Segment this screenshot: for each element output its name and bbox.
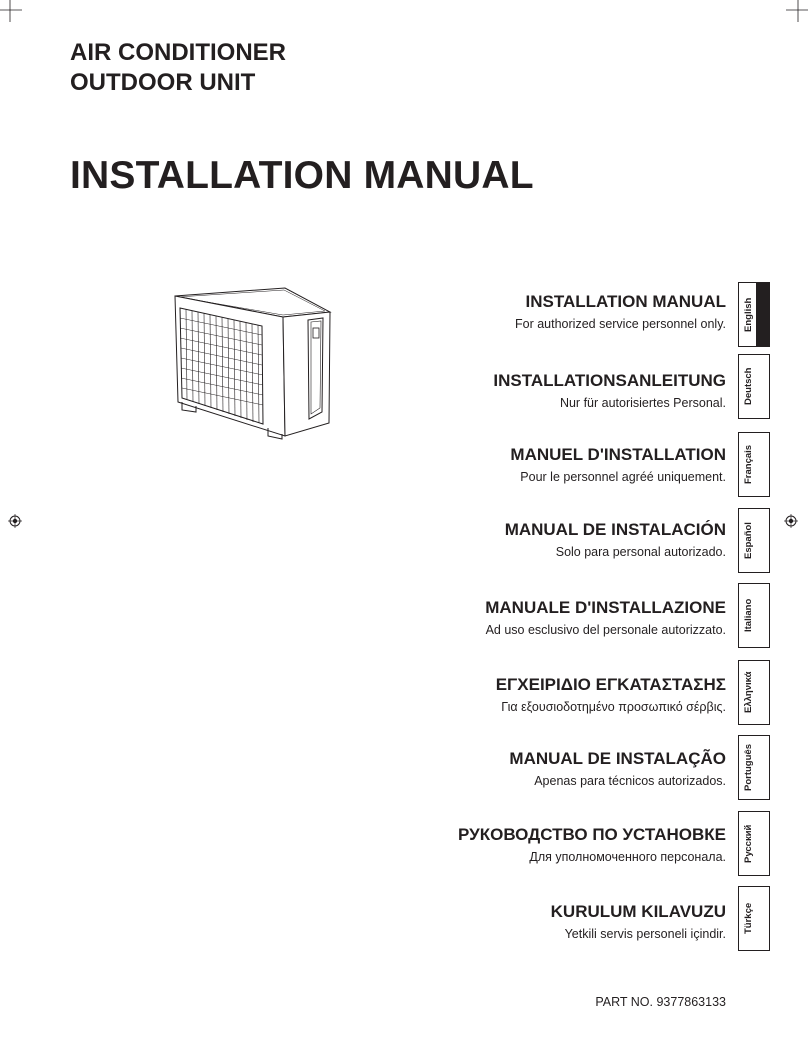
language-tab-label: Deutsch [743, 367, 754, 406]
language-tab-greek[interactable]: Ελληνικά [738, 660, 770, 725]
language-tab-label: Русский [743, 824, 754, 863]
language-subtitle: Yetkili servis personeli içindir. [564, 927, 726, 941]
registration-mark-right [784, 514, 798, 528]
language-tab-label: Türkçe [743, 902, 754, 935]
language-tab-label: Italiano [743, 598, 754, 633]
language-tab-russian[interactable]: Русский [738, 811, 770, 876]
language-title: РУКОВОДСТВО ПО УСТАНОВКЕ [458, 825, 726, 844]
language-entry-turkce: KURULUM KILAVUZU Yetkili servis personel… [551, 901, 726, 942]
language-entry-francais: MANUEL D'INSTALLATION Pour le personnel … [510, 444, 726, 485]
language-tab-espanol[interactable]: Español [738, 508, 770, 573]
language-tab-deutsch[interactable]: Deutsch [738, 354, 770, 419]
language-entry-portugues: MANUAL DE INSTALAÇÃO Apenas para técnico… [509, 748, 726, 789]
product-title-line1: AIR CONDITIONER [70, 39, 286, 66]
language-entry-italiano: MANUALE D'INSTALLAZIONE Ad uso esclusivo… [485, 597, 726, 638]
language-tab-english[interactable]: English [738, 282, 770, 347]
language-tab-portugues[interactable]: Português [738, 735, 770, 800]
language-tab-italiano[interactable]: Italiano [738, 583, 770, 648]
outdoor-unit-illustration [174, 287, 332, 440]
crop-mark-top-left [0, 0, 22, 22]
language-title: MANUEL D'INSTALLATION [510, 445, 726, 464]
language-tab-fill [756, 283, 769, 346]
language-subtitle: Pour le personnel agréé uniquement. [520, 470, 726, 484]
language-entry-english: INSTALLATION MANUAL For authorized servi… [515, 291, 726, 332]
language-subtitle: Για εξουσιοδοτημένο προσωπικό σέρβις. [501, 700, 726, 714]
language-entry-greek: ΕΓΧΕΙΡΙΔΙΟ ΕΓΚΑΤΑΣΤΑΣΗΣ Για εξουσιοδοτημ… [496, 674, 726, 715]
language-subtitle: For authorized service personnel only. [515, 317, 726, 331]
language-entry-deutsch: INSTALLATIONSANLEITUNG Nur für autorisie… [493, 370, 726, 411]
language-title: MANUAL DE INSTALAÇÃO [509, 749, 726, 768]
crop-mark-top-right [786, 0, 808, 22]
language-tab-label: English [743, 297, 754, 332]
language-entry-espanol: MANUAL DE INSTALACIÓN Solo para personal… [505, 519, 726, 560]
language-title: MANUAL DE INSTALACIÓN [504, 520, 726, 539]
language-tab-label: Português [743, 744, 754, 791]
language-title: MANUALE D'INSTALLAZIONE [485, 598, 726, 617]
language-tab-label: Español [743, 522, 754, 559]
language-subtitle: Apenas para técnicos autorizados. [534, 774, 726, 788]
language-subtitle: Для уполномоченного персонала. [529, 850, 726, 864]
language-tab-label: Français [743, 444, 754, 485]
language-subtitle: Ad uso esclusivo del personale autorizza… [485, 623, 726, 637]
document-title: INSTALLATION MANUAL [70, 154, 534, 197]
part-number: PART NO. 9377863133 [595, 995, 726, 1009]
product-title: AIR CONDITIONER OUTDOOR UNIT [70, 38, 286, 98]
language-title: KURULUM KILAVUZU [550, 902, 726, 921]
product-title-line2: OUTDOOR UNIT [70, 69, 256, 96]
language-title: INSTALLATION MANUAL [525, 292, 726, 311]
language-entry-russian: РУКОВОДСТВО ПО УСТАНОВКЕ Для уполномочен… [458, 824, 726, 865]
language-title: INSTALLATIONSANLEITUNG [493, 371, 726, 390]
language-title: ΕΓΧΕΙΡΙΔΙΟ ΕΓΚΑΤΑΣΤΑΣΗΣ [495, 675, 726, 694]
language-subtitle: Nur für autorisiertes Personal. [559, 396, 726, 410]
registration-mark-left [8, 514, 22, 528]
language-tab-turkce[interactable]: Türkçe [738, 886, 770, 951]
language-subtitle: Solo para personal autorizado. [555, 545, 726, 559]
language-tab-label: Ελληνικά [743, 671, 754, 714]
language-tab-francais[interactable]: Français [738, 432, 770, 497]
